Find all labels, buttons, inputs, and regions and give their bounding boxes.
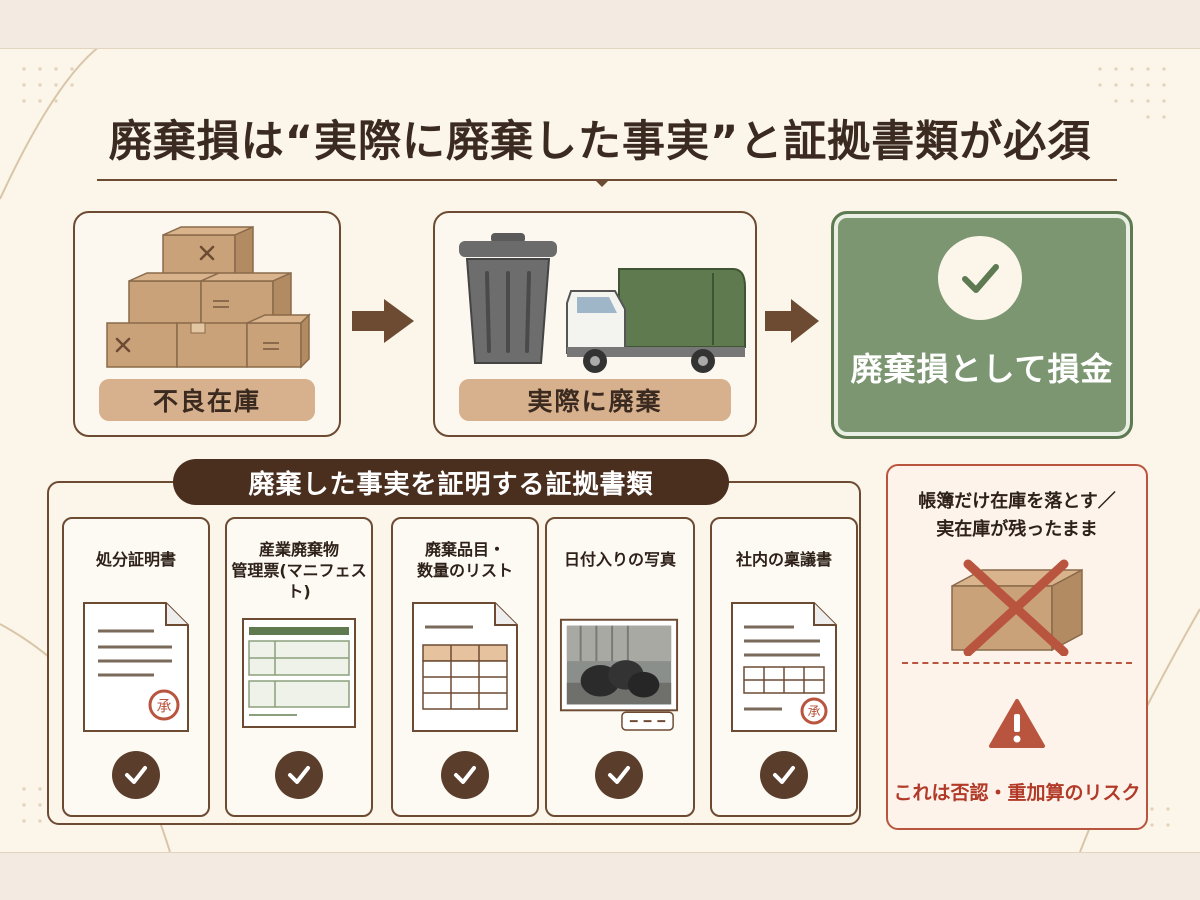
- evidence-card-title: 廃棄品目・ 数量のリスト: [416, 540, 513, 580]
- check-icon: [760, 751, 808, 799]
- warning-book-only-text: 帳簿だけ在庫を落とす／ 実在庫が残ったまま: [918, 491, 1116, 540]
- seal-mark: 承: [156, 697, 171, 715]
- check-icon: [112, 751, 160, 799]
- page-title: 廃棄損は“実際に廃棄した事実”と証拠書類が必須: [108, 117, 1092, 167]
- evidence-card-waste-manifest: 産業廃棄物 管理票(マニフェスト): [225, 517, 373, 817]
- title-divider-notch: [594, 179, 610, 187]
- arrow-right-icon: [352, 299, 414, 343]
- arrow-right-icon: [765, 299, 819, 343]
- cardboard-boxes-icon: [106, 225, 311, 369]
- evidence-card-dated-photo: 日付入りの写真: [545, 517, 695, 817]
- seal-mark: 承: [807, 705, 820, 720]
- dated-photo-icon: [559, 618, 679, 731]
- deductible-loss-label: 廃棄損として損金: [850, 350, 1114, 388]
- evidence-card-title: 産業廃棄物 管理票(マニフェスト): [231, 540, 367, 601]
- evidence-card-title: 社内の稟議書: [735, 550, 832, 569]
- evidence-card-internal-approval: 社内の稟議書 承: [710, 517, 858, 817]
- evidence-card-title: 日付入りの写真: [563, 550, 676, 569]
- check-icon: [595, 751, 643, 799]
- evidence-documents-heading: 廃棄した事実を証明する証拠書類: [173, 459, 729, 505]
- check-icon: [275, 751, 323, 799]
- approval-document-icon: 承: [731, 602, 837, 732]
- garbage-truck-icon: [566, 268, 746, 373]
- actual-disposal-box: 実際に廃棄: [433, 211, 757, 437]
- trash-can-icon: [459, 233, 557, 364]
- check-circle-icon: [938, 236, 1022, 320]
- warning-box: 帳簿だけ在庫を落とす／ 実在庫が残ったまま これは否認・重加算のリスク: [886, 464, 1148, 830]
- evidence-card-title: 処分証明書: [95, 550, 176, 569]
- actual-disposal-label: 実際に廃棄: [459, 379, 731, 421]
- check-icon: [441, 751, 489, 799]
- warning-triangle-icon: [989, 699, 1045, 748]
- manifest-form-icon: [242, 618, 356, 728]
- crossed-box-icon: [951, 559, 1083, 656]
- warning-risk-text: これは否認・重加算のリスク: [893, 782, 1141, 804]
- evidence-card-disposal-certificate: 処分証明書 承: [62, 517, 210, 817]
- defective-inventory-label: 不良在庫: [99, 379, 315, 421]
- infographic-canvas: 廃棄損は“実際に廃棄した事実”と証拠書類が必須: [0, 48, 1200, 853]
- evidence-card-item-quantity-list: 廃棄品目・ 数量のリスト: [391, 517, 539, 817]
- defective-inventory-box: 不良在庫: [73, 211, 341, 437]
- warning-divider: [902, 662, 1132, 664]
- deductible-loss-box: 廃棄損として損金: [831, 211, 1133, 439]
- item-list-document-icon: [412, 602, 518, 732]
- certificate-document-icon: 承: [83, 602, 189, 732]
